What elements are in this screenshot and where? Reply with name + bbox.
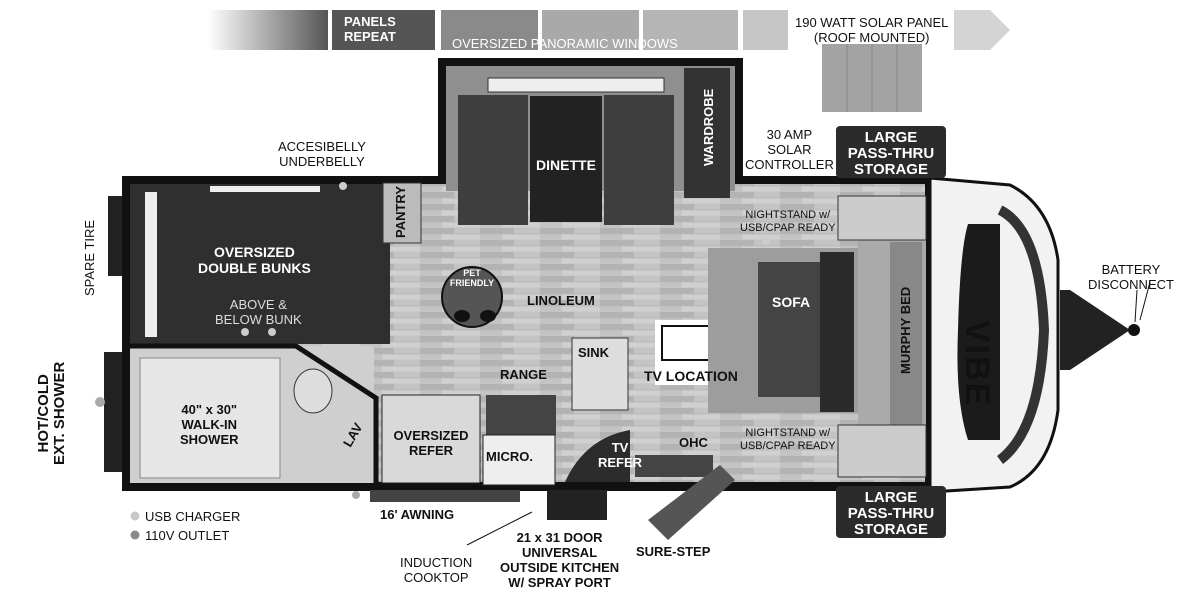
storage-top-box — [836, 126, 946, 178]
legend-outlet-label: 110V OUTLET — [145, 528, 230, 543]
label-linoleum: LINOLEUM — [527, 293, 595, 308]
label-induction: INDUCTION COOKTOP — [400, 555, 473, 585]
legend-usb-dot — [130, 511, 140, 521]
label-underbelly: ACCESIBELLY UNDERBELLY — [278, 139, 366, 169]
label-refer: OVERSIZED REFER — [393, 428, 469, 458]
label-storage-bottom: LARGE PASS-THRU STORAGE — [847, 489, 935, 538]
label-spare-tire: SPARE TIRE — [82, 219, 97, 296]
label-wardrobe: WARDROBE — [701, 88, 716, 166]
label-panels-repeat: PANELS REPEAT — [344, 14, 396, 44]
label-pet-friendly: PET FRIENDLY — [449, 268, 495, 288]
leader-lines — [466, 289, 1138, 546]
label-walkin-shower: 40" x 30" WALK-IN SHOWER — [180, 402, 239, 447]
storage-bottom-box — [836, 486, 946, 538]
label-door: 21 x 31 DOOR UNIVERSAL OUTSIDE KITCHEN W… — [500, 530, 620, 590]
label-nightstand-top: NIGHTSTAND w/ USB/CPAP READY — [740, 209, 836, 234]
label-storage-top: LARGE PASS-THRU STORAGE — [847, 129, 935, 178]
label-micro: MICRO. — [486, 449, 533, 464]
legend-usb-label: USB CHARGER — [145, 509, 241, 524]
label-murphy-bed: MURPHY BED — [898, 286, 913, 374]
trailer-body — [104, 58, 1151, 540]
roof-strip — [208, 10, 1010, 112]
outlet-markers — [95, 182, 775, 499]
label-solar-panel: 190 WATT SOLAR PANEL (ROOF MOUNTED) — [795, 15, 949, 45]
label-panoramic-windows: OVERSIZED PANORAMIC WINDOWS — [452, 36, 678, 51]
legend-outlet-dot — [130, 530, 140, 540]
label-range: RANGE — [500, 367, 547, 382]
label-ohc: OHC — [679, 435, 708, 450]
label-dinette: DINETTE — [536, 157, 596, 173]
label-battery: BATTERY DISCONNECT — [1088, 262, 1174, 292]
label-ext-shower: HOT/COLD EXT. SHOWER — [35, 361, 68, 465]
label-above-below: ABOVE & BELOW BUNK — [215, 297, 302, 327]
label-sure-step: SURE-STEP — [636, 544, 711, 559]
brand-logo: VIBE — [958, 320, 996, 408]
label-awning: 16' AWNING — [380, 507, 455, 522]
label-bunks: OVERSIZED DOUBLE BUNKS — [198, 244, 311, 276]
label-sink: SINK — [578, 345, 610, 360]
label-solar-controller: 30 AMP SOLAR CONTROLLER — [745, 127, 834, 172]
label-pantry: PANTRY — [393, 186, 408, 238]
label-nightstand-bottom: NIGHTSTAND w/ USB/CPAP READY — [740, 427, 836, 452]
label-sofa: SOFA — [772, 294, 811, 310]
label-tv-location: TV LOCATION — [644, 368, 738, 384]
label-tv-refer: TV REFER — [598, 440, 643, 470]
